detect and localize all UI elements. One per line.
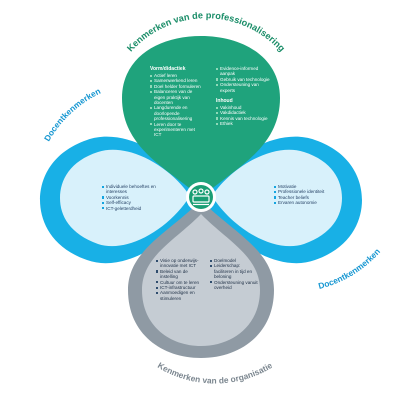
bottom-lobe bbox=[128, 200, 274, 358]
right-lobe-inner bbox=[212, 149, 342, 247]
list-item: Kennis van technologie bbox=[216, 116, 270, 121]
curve-label-bottom: Kenmerken van de organisatie bbox=[156, 360, 274, 386]
list-item: Langdurende en doorlopende professionali… bbox=[150, 105, 202, 121]
list-item: Motivatie bbox=[274, 184, 344, 189]
list-item: Doelmodel bbox=[210, 258, 260, 263]
list-item: Aanmoedigen en stimuleren bbox=[156, 290, 206, 301]
right-lobe bbox=[203, 136, 362, 264]
list-item: Cultuur om te leren bbox=[156, 280, 206, 285]
list-item: Ondersteuning van experts bbox=[216, 82, 270, 93]
top-col2-heading: Inhoud bbox=[216, 98, 233, 104]
list-item: Balanceren van de eigen praktijk van doc… bbox=[150, 89, 202, 105]
list-item: Actief leren bbox=[150, 73, 202, 78]
list-item: Vakdidactiek bbox=[216, 110, 270, 115]
center-badge bbox=[186, 182, 216, 212]
list-item: Visie op onderwijs-innovatie met ICT bbox=[156, 258, 206, 269]
list-item: Ethiek bbox=[216, 121, 270, 126]
top-col1-heading: Vorm/didactiek bbox=[150, 66, 186, 72]
list-item: Voorkennis bbox=[102, 195, 168, 200]
people-group-icon bbox=[192, 188, 210, 206]
list-item: Ondersteuning vanuit overheid bbox=[210, 280, 260, 291]
list-item: ICT-geletterdheid bbox=[102, 206, 168, 211]
list-item: Gebruik van technologie bbox=[216, 77, 270, 82]
list-item: Beleid van de instelling bbox=[156, 269, 206, 280]
list-item: Leiderschap: faciliteren in tijd en belo… bbox=[210, 263, 260, 279]
bottom-lobe-inner bbox=[142, 214, 260, 346]
list-item: Professionele identiteit bbox=[274, 189, 344, 194]
list-item: Vakinhoud bbox=[216, 105, 270, 110]
top-lobe-outer bbox=[122, 36, 280, 198]
list-item: Individuele behoeftes en interesses bbox=[102, 184, 168, 195]
list-item: Leren door te experimenteren met ICT bbox=[150, 122, 202, 138]
list-item: ICT-infrastructuur bbox=[156, 285, 206, 290]
left-lobe bbox=[40, 136, 199, 264]
list-item: Teacher beliefs bbox=[274, 195, 344, 200]
list-item: Self-efficacy bbox=[102, 200, 168, 205]
left-lobe-inner bbox=[60, 149, 190, 247]
list-item: Ervaren autonomie bbox=[274, 200, 344, 205]
list-item: Evidence-informed aanpak bbox=[216, 66, 270, 77]
list-item: Samenwerkend leren bbox=[150, 78, 202, 83]
top-lobe bbox=[122, 36, 280, 198]
list-item: Doel helder formuleren bbox=[150, 84, 202, 89]
curve-label-left: Docentkenmerken bbox=[42, 86, 102, 143]
